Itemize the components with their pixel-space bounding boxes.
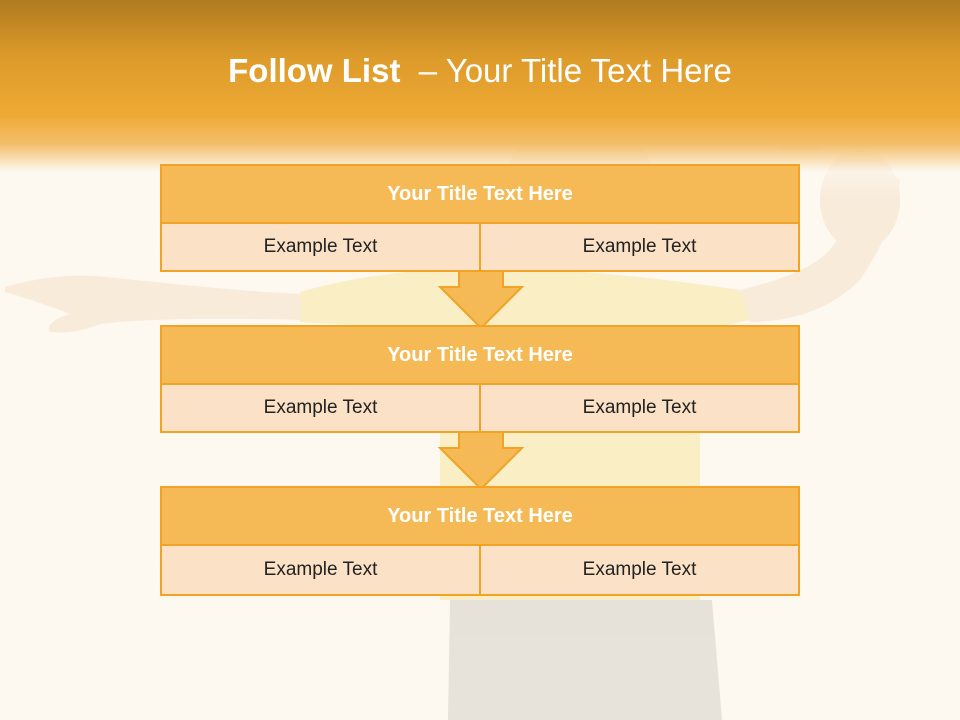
slide-title-rest: – Your Title Text Here — [400, 52, 732, 89]
box-row: Example Text Example Text — [162, 385, 798, 431]
shorts — [448, 600, 722, 720]
list-box-3: Your Title Text Here Example Text Exampl… — [160, 486, 800, 596]
slide-title-bold: Follow List — [228, 52, 401, 89]
right-arm — [740, 170, 900, 322]
box-cell-left: Example Text — [263, 559, 378, 580]
down-arrow-icon — [438, 431, 524, 491]
box-cell-right: Example Text — [479, 224, 798, 270]
box-cell-left: Example Text — [263, 397, 378, 418]
slide-title: Follow List – Your Title Text Here — [0, 52, 960, 90]
box-title: Your Title Text Here — [162, 166, 798, 224]
list-box-1: Your Title Text Here Example Text Exampl… — [160, 164, 800, 272]
box-title: Your Title Text Here — [162, 327, 798, 385]
box-row: Example Text Example Text — [162, 224, 798, 270]
box-row: Example Text Example Text — [162, 546, 798, 594]
box-cell-left: Example Text — [263, 236, 378, 257]
box-cell-right: Example Text — [479, 546, 798, 594]
list-box-2: Your Title Text Here Example Text Exampl… — [160, 325, 800, 433]
down-arrow-icon — [438, 270, 524, 330]
box-title: Your Title Text Here — [162, 488, 798, 546]
left-arm — [5, 275, 300, 333]
box-cell-right: Example Text — [479, 385, 798, 431]
